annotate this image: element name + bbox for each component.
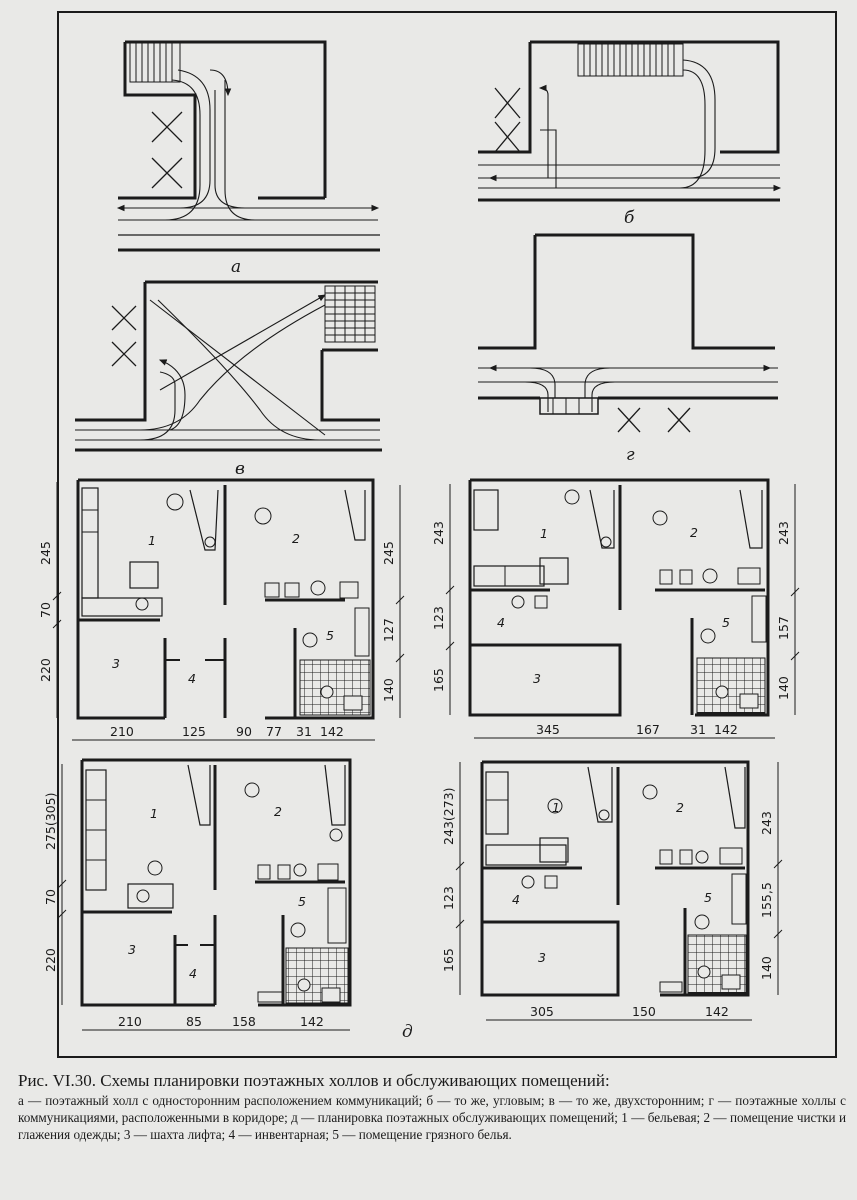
label-g: г: [626, 445, 635, 465]
label-v: в: [235, 459, 245, 479]
room-2: 2: [292, 531, 300, 546]
plan-1-dim-bottom-2: 125: [182, 724, 206, 739]
plan-2-dim-left-3: 165: [431, 668, 446, 692]
plan-2-dim-bottom-2: 167: [636, 722, 660, 737]
plan-4-dim-left-2: 123: [441, 886, 456, 910]
plan-1-dim-left-3: 220: [38, 658, 53, 682]
plan-4-dim-right-1: 243: [759, 811, 774, 835]
plan-2-dim-right-3: 140: [776, 676, 791, 700]
room-5: 5: [704, 890, 712, 905]
room-5: 5: [326, 628, 334, 643]
room-2: 2: [690, 525, 698, 540]
room-4: 4: [497, 615, 505, 630]
room-4: 4: [189, 966, 197, 981]
plan-2-dim-right-1: 243: [776, 521, 791, 545]
figure-frame: [57, 11, 837, 1058]
plan-1-dims: [52, 482, 405, 741]
plan-4-dim-bottom-2: 150: [632, 1004, 656, 1019]
room-4: 4: [512, 892, 520, 907]
plan-1-room-numbers: 1 2 3 4 5: [112, 531, 334, 686]
plan-3-dim-bottom-3: 158: [232, 1014, 256, 1029]
plan-2-dim-right-2: 157: [776, 616, 791, 640]
room-5: 5: [722, 615, 730, 630]
plan-1-dim-right-1: 245: [381, 541, 396, 565]
plan-2-dim-bottom-1: 345: [536, 722, 560, 737]
plan-3-dim-left-1: 275(305): [43, 793, 58, 850]
plan-4-dim-right-2: 155,5: [759, 882, 774, 918]
plan-4-dim-left-3: 165: [441, 948, 456, 972]
plan-4-dim-bottom-3: 142: [705, 1004, 729, 1019]
plan-4-dim-bottom-1: 305: [530, 1004, 554, 1019]
plan-1-dim-left-1: 245: [38, 541, 53, 565]
room-1: 1: [552, 800, 560, 815]
plan-1-dim-bottom-1: 210: [110, 724, 134, 739]
label-a: а: [231, 257, 241, 277]
room-3: 3: [538, 950, 546, 965]
room-3: 3: [112, 656, 120, 671]
plan-3-dims: [57, 764, 350, 1031]
plan-2-room-numbers: 1 2 3 4 5: [497, 525, 730, 686]
room-1: 1: [150, 806, 158, 821]
plan-4-dim-left-1: 243(273): [441, 788, 456, 845]
plan-3-dim-left-2: 70: [43, 889, 58, 905]
plan-2-dim-left-2: 123: [431, 606, 446, 630]
plan-1-dim-right-2: 127: [381, 618, 396, 642]
room-4: 4: [188, 671, 196, 686]
plan-3-dim-bottom-2: 85: [186, 1014, 202, 1029]
label-d: д: [402, 1022, 413, 1042]
figure-caption: Рис. VI.30. Схемы планировки поэтажных х…: [18, 1070, 846, 1143]
plan-1-dim-bottom-6: 142: [320, 724, 344, 739]
room-3: 3: [533, 671, 541, 686]
plan-1-dim-left-2: 70: [38, 602, 53, 618]
room-1: 1: [540, 526, 548, 541]
plan-2-dims: [445, 484, 800, 739]
scheme-v: [75, 280, 382, 452]
plan-4-dims: [455, 762, 783, 1021]
plan-1-dim-bottom-5: 31: [296, 724, 312, 739]
plan-3-dim-left-3: 220: [43, 948, 58, 972]
room-5: 5: [298, 894, 306, 909]
plan-1: [76, 478, 375, 720]
plan-3-dim-bottom-4: 142: [300, 1014, 324, 1029]
room-2: 2: [676, 800, 684, 815]
plan-3-dim-bottom-1: 210: [118, 1014, 142, 1029]
room-1: 1: [148, 533, 156, 548]
scheme-b: [478, 40, 782, 202]
caption-title: Рис. VI.30. Схемы планировки поэтажных х…: [18, 1071, 610, 1090]
room-2: 2: [274, 804, 282, 819]
plan-2-dim-bottom-4: 142: [714, 722, 738, 737]
plan-3-room-numbers: 1 2 3 4 5: [128, 804, 306, 981]
plan-4-dim-right-3: 140: [759, 956, 774, 980]
plan-3: [80, 758, 352, 1007]
plan-2-dim-bottom-3: 31: [690, 722, 706, 737]
plan-1-dim-bottom-4: 77: [266, 724, 282, 739]
plan-2: [468, 478, 770, 717]
plan-4-room-numbers: 1 2 3 4 5: [512, 800, 712, 965]
scheme-a: [116, 40, 380, 252]
plan-4: [480, 760, 750, 997]
scheme-g: [478, 233, 778, 433]
plan-1-dim-bottom-3: 90: [236, 724, 252, 739]
plan-1-dim-right-3: 140: [381, 678, 396, 702]
label-b: б: [624, 208, 635, 228]
caption-body: а — поэтажный холл с односторонним распо…: [18, 1093, 846, 1142]
room-3: 3: [128, 942, 136, 957]
plan-2-dim-left-1: 243: [431, 521, 446, 545]
